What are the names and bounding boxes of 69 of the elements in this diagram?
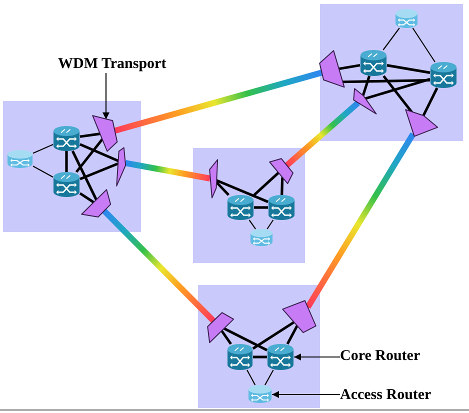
site-panel <box>193 148 305 263</box>
callout-text: Access Router <box>340 386 432 404</box>
link-line <box>266 220 274 230</box>
link-line <box>382 75 413 113</box>
rainbow-link <box>114 70 322 134</box>
router-icon <box>268 195 295 220</box>
rainbow-link <box>305 132 416 309</box>
link-line <box>253 172 280 196</box>
callout-text: WDM Transport <box>58 55 166 73</box>
mux-trapezoid-icon <box>81 188 112 218</box>
router-icon <box>248 385 272 403</box>
mux-trapezoid-icon <box>92 115 118 152</box>
link-line <box>342 78 430 84</box>
link-line <box>382 28 400 50</box>
link-line <box>79 143 119 162</box>
router-icon <box>395 9 418 28</box>
router-icon <box>53 172 80 197</box>
router-icon <box>53 126 80 151</box>
link-line <box>412 28 436 62</box>
link-line <box>246 370 256 386</box>
link-line <box>80 162 119 180</box>
mux-trapezoid-icon <box>404 109 438 138</box>
mux-trapezoid-icon <box>208 159 218 199</box>
link-line <box>286 325 298 345</box>
link-line <box>364 78 430 100</box>
router-icon <box>227 344 253 370</box>
leader-arrow <box>294 354 340 360</box>
link-line <box>422 87 438 117</box>
link-line <box>254 206 268 209</box>
link-line <box>216 179 268 204</box>
link-line <box>80 132 100 138</box>
mux-trapezoid-icon <box>206 312 234 344</box>
mux-trapezoid-icon <box>352 88 377 115</box>
link-line <box>32 144 54 154</box>
site-panel <box>3 101 141 232</box>
site-panel <box>320 4 463 141</box>
link-line <box>252 321 295 350</box>
link-line <box>79 192 94 204</box>
rainbow-link <box>102 208 216 323</box>
mux-trapezoid-icon <box>268 158 294 184</box>
link-line <box>264 370 274 386</box>
link-line <box>65 151 68 172</box>
mux-trapezoid-icon <box>318 50 345 88</box>
mux-trapezoid-icon <box>116 146 126 186</box>
rainbow-link <box>124 160 211 182</box>
router-icon <box>267 344 294 370</box>
link-line <box>75 138 104 173</box>
site-panel <box>198 285 320 408</box>
router-icon <box>227 195 254 220</box>
link-line <box>280 177 284 196</box>
link-line <box>362 76 371 96</box>
link-line <box>253 356 267 358</box>
callout-text: Core Router <box>340 347 420 365</box>
rainbow-link <box>284 100 360 168</box>
router-icon <box>250 229 273 246</box>
link-line <box>71 150 98 200</box>
link-line <box>248 220 256 230</box>
link-line <box>338 64 360 70</box>
link-line <box>386 64 430 74</box>
leader-arrow <box>272 391 340 398</box>
mux-trapezoid-icon <box>282 300 317 334</box>
link-line <box>32 166 54 178</box>
link-line <box>223 327 268 352</box>
link-line <box>220 330 232 345</box>
router-icon <box>7 150 33 168</box>
router-icon <box>430 62 457 88</box>
leader-arrow <box>102 73 110 120</box>
link-line <box>215 181 230 196</box>
router-icon <box>360 50 387 76</box>
